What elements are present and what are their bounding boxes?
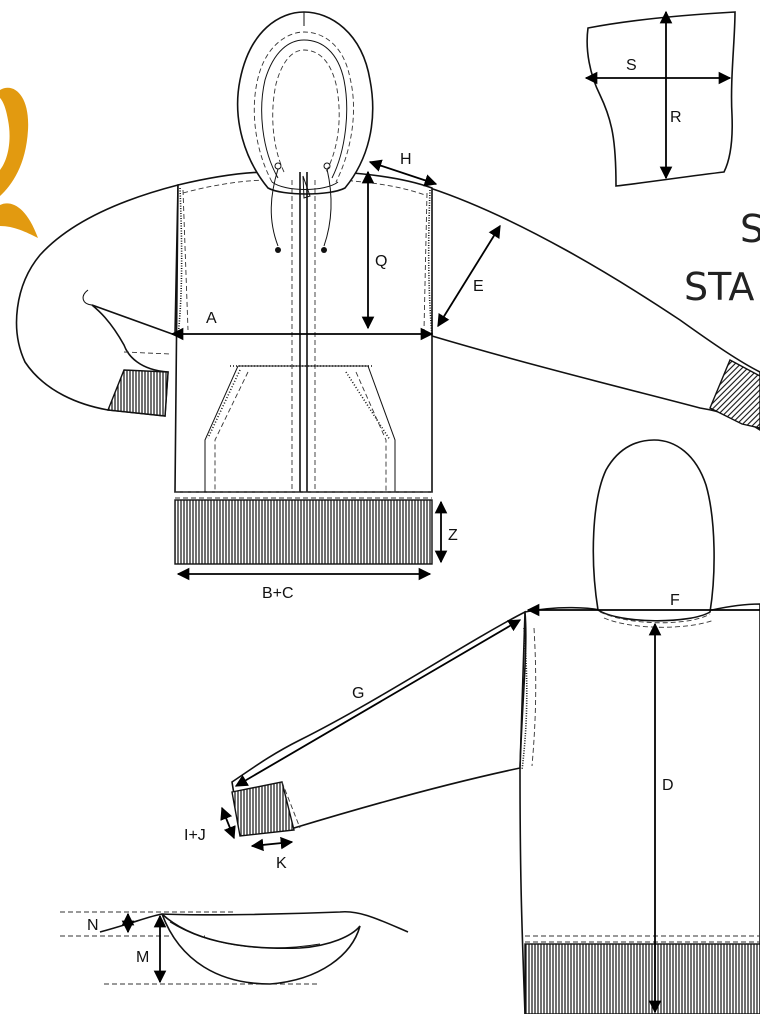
label-N: N [87,917,99,934]
hood-piece [584,10,736,187]
label-Q: Q [375,253,387,270]
label-D: D [662,777,674,794]
label-H: H [400,151,412,168]
front-right-sleeve [429,186,760,431]
label-IJ: I+J [184,827,206,844]
brand-logo-fragment [0,87,38,238]
label-Z: Z [448,527,458,544]
title-fragment-line-1: S [740,207,760,251]
front-right-cuff [709,359,760,429]
front-hood [236,11,374,195]
label-G: G [352,685,364,702]
back-measurements [220,603,760,1014]
front-measurements [170,159,501,581]
front-waistband [174,499,433,565]
neckline-detail [60,910,409,985]
front-left-cuff [107,369,169,417]
back-waistband [524,943,760,1014]
label-M: M [136,949,149,966]
front-body [174,171,433,493]
label-A: A [206,310,217,327]
label-S: S [626,57,637,74]
label-E: E [473,278,484,295]
label-F: F [670,592,680,609]
back-hood [592,439,715,622]
label-BC: B+C [262,585,294,602]
label-R: R [670,109,682,126]
title-fragment-line-2: STA [684,265,754,309]
front-left-sleeve [15,183,179,417]
label-K: K [276,855,287,872]
